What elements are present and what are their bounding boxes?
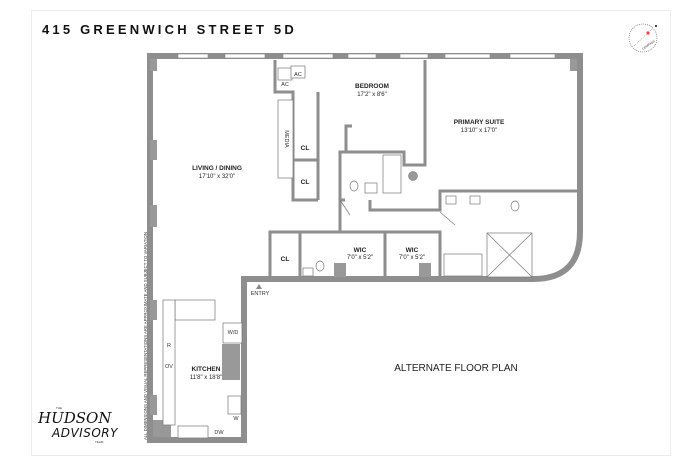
closet-label-2: CL bbox=[301, 179, 310, 186]
wic-dims-2: 7'0" x 5'2" bbox=[399, 255, 425, 261]
fixtures bbox=[162, 65, 533, 439]
media-label: MEDIA bbox=[283, 130, 289, 148]
alternate-floor-plan-note: ALTERNATE FLOOR PLAN bbox=[394, 363, 518, 374]
wic-label-2: WIC bbox=[406, 247, 419, 254]
living-dining-dims: 17'10" x 32'0" bbox=[199, 174, 235, 180]
hudson-advisory-logo: THE HUDSON ADVISORY TEAM bbox=[37, 406, 119, 444]
kitchen-label: KITCHEN bbox=[192, 366, 221, 373]
logo-line2: ADVISORY bbox=[51, 426, 119, 440]
logo-line1: HUDSON bbox=[37, 409, 112, 427]
oven-label: OV bbox=[165, 364, 173, 370]
living-dining-label: LIVING / DINING bbox=[192, 165, 242, 172]
wic-dims-1: 7'0" x 5'2" bbox=[347, 255, 373, 261]
ac-label-1: AC bbox=[294, 72, 302, 78]
entry-arrow-icon bbox=[256, 284, 262, 289]
closet-label-1: CL bbox=[301, 145, 310, 152]
refrigerator-label: R bbox=[167, 343, 171, 349]
logo-sub: TEAM bbox=[95, 440, 104, 444]
page-title: 415 GREENWICH STREET 5D bbox=[42, 22, 297, 37]
compass-label: COMPASS bbox=[641, 39, 655, 51]
entry-label: ENTRY bbox=[251, 291, 270, 297]
logo-the: THE bbox=[56, 406, 62, 410]
compass-icon: COMPASS bbox=[628, 23, 658, 53]
primary-suite-label: PRIMARY SUITE bbox=[454, 119, 505, 126]
washer-label: W bbox=[233, 416, 239, 422]
interior-walls bbox=[242, 60, 580, 282]
washer-dryer-label: W/D bbox=[228, 330, 239, 336]
closet-label-3: CL bbox=[281, 256, 290, 263]
bedroom-dims: 17'2" x 8'6" bbox=[357, 92, 387, 98]
bedroom-label: BEDROOM bbox=[355, 83, 389, 90]
primary-suite-dims: 13'10" x 17'0" bbox=[461, 128, 497, 134]
wic-label-1: WIC bbox=[354, 247, 367, 254]
ac-label-2: AC bbox=[281, 82, 289, 88]
dishwasher-label: DW bbox=[214, 430, 224, 436]
disclaimer: ALL DIMENSIONS AND VISUAL REPRESENTATION… bbox=[143, 232, 148, 440]
kitchen-dims: 11'8" x 18'8" bbox=[190, 375, 222, 381]
